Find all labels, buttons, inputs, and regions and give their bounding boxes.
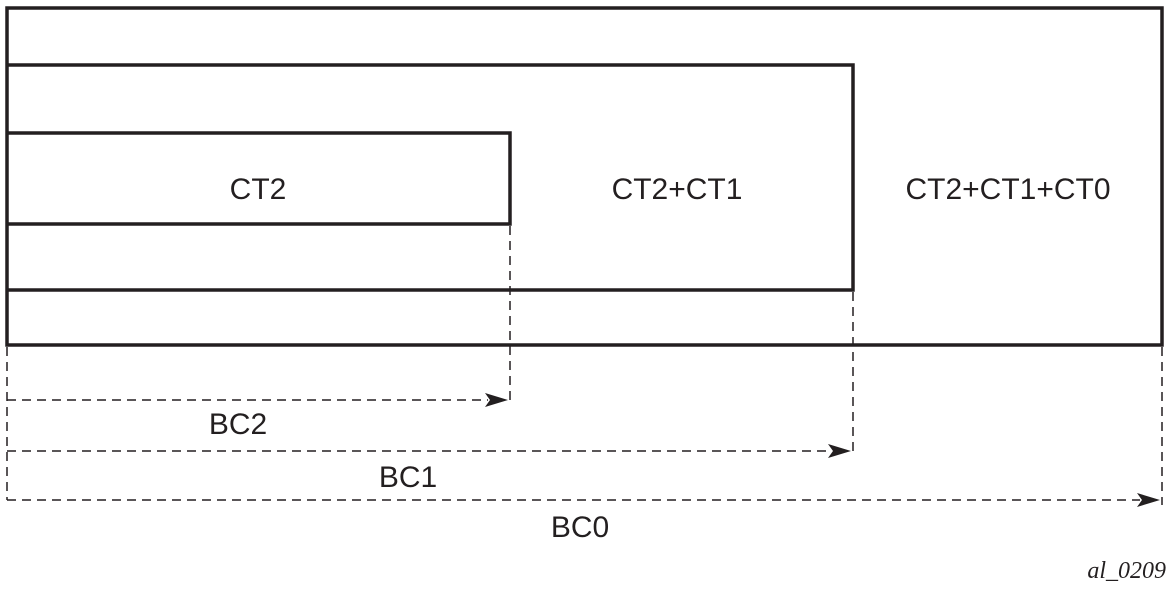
box-ct2-ct1 [7, 63, 855, 292]
label-bc0: BC0 [551, 511, 609, 544]
box-ct2-ct1-ct0 [5, 6, 1164, 347]
label-ct2-ct1: CT2+CT1 [612, 173, 743, 206]
box-ct2 [7, 131, 512, 226]
arrow-bc1-head [828, 444, 851, 458]
arrow-bc2-head [485, 393, 508, 407]
label-ct2-ct1-ct0: CT2+CT1+CT0 [905, 173, 1110, 206]
label-bc1: BC1 [379, 461, 437, 494]
label-bc2: BC2 [209, 408, 267, 441]
figure-id: al_0209 [1087, 558, 1166, 584]
label-ct2: CT2 [230, 173, 287, 206]
arrow-bc0-head [1137, 493, 1160, 507]
